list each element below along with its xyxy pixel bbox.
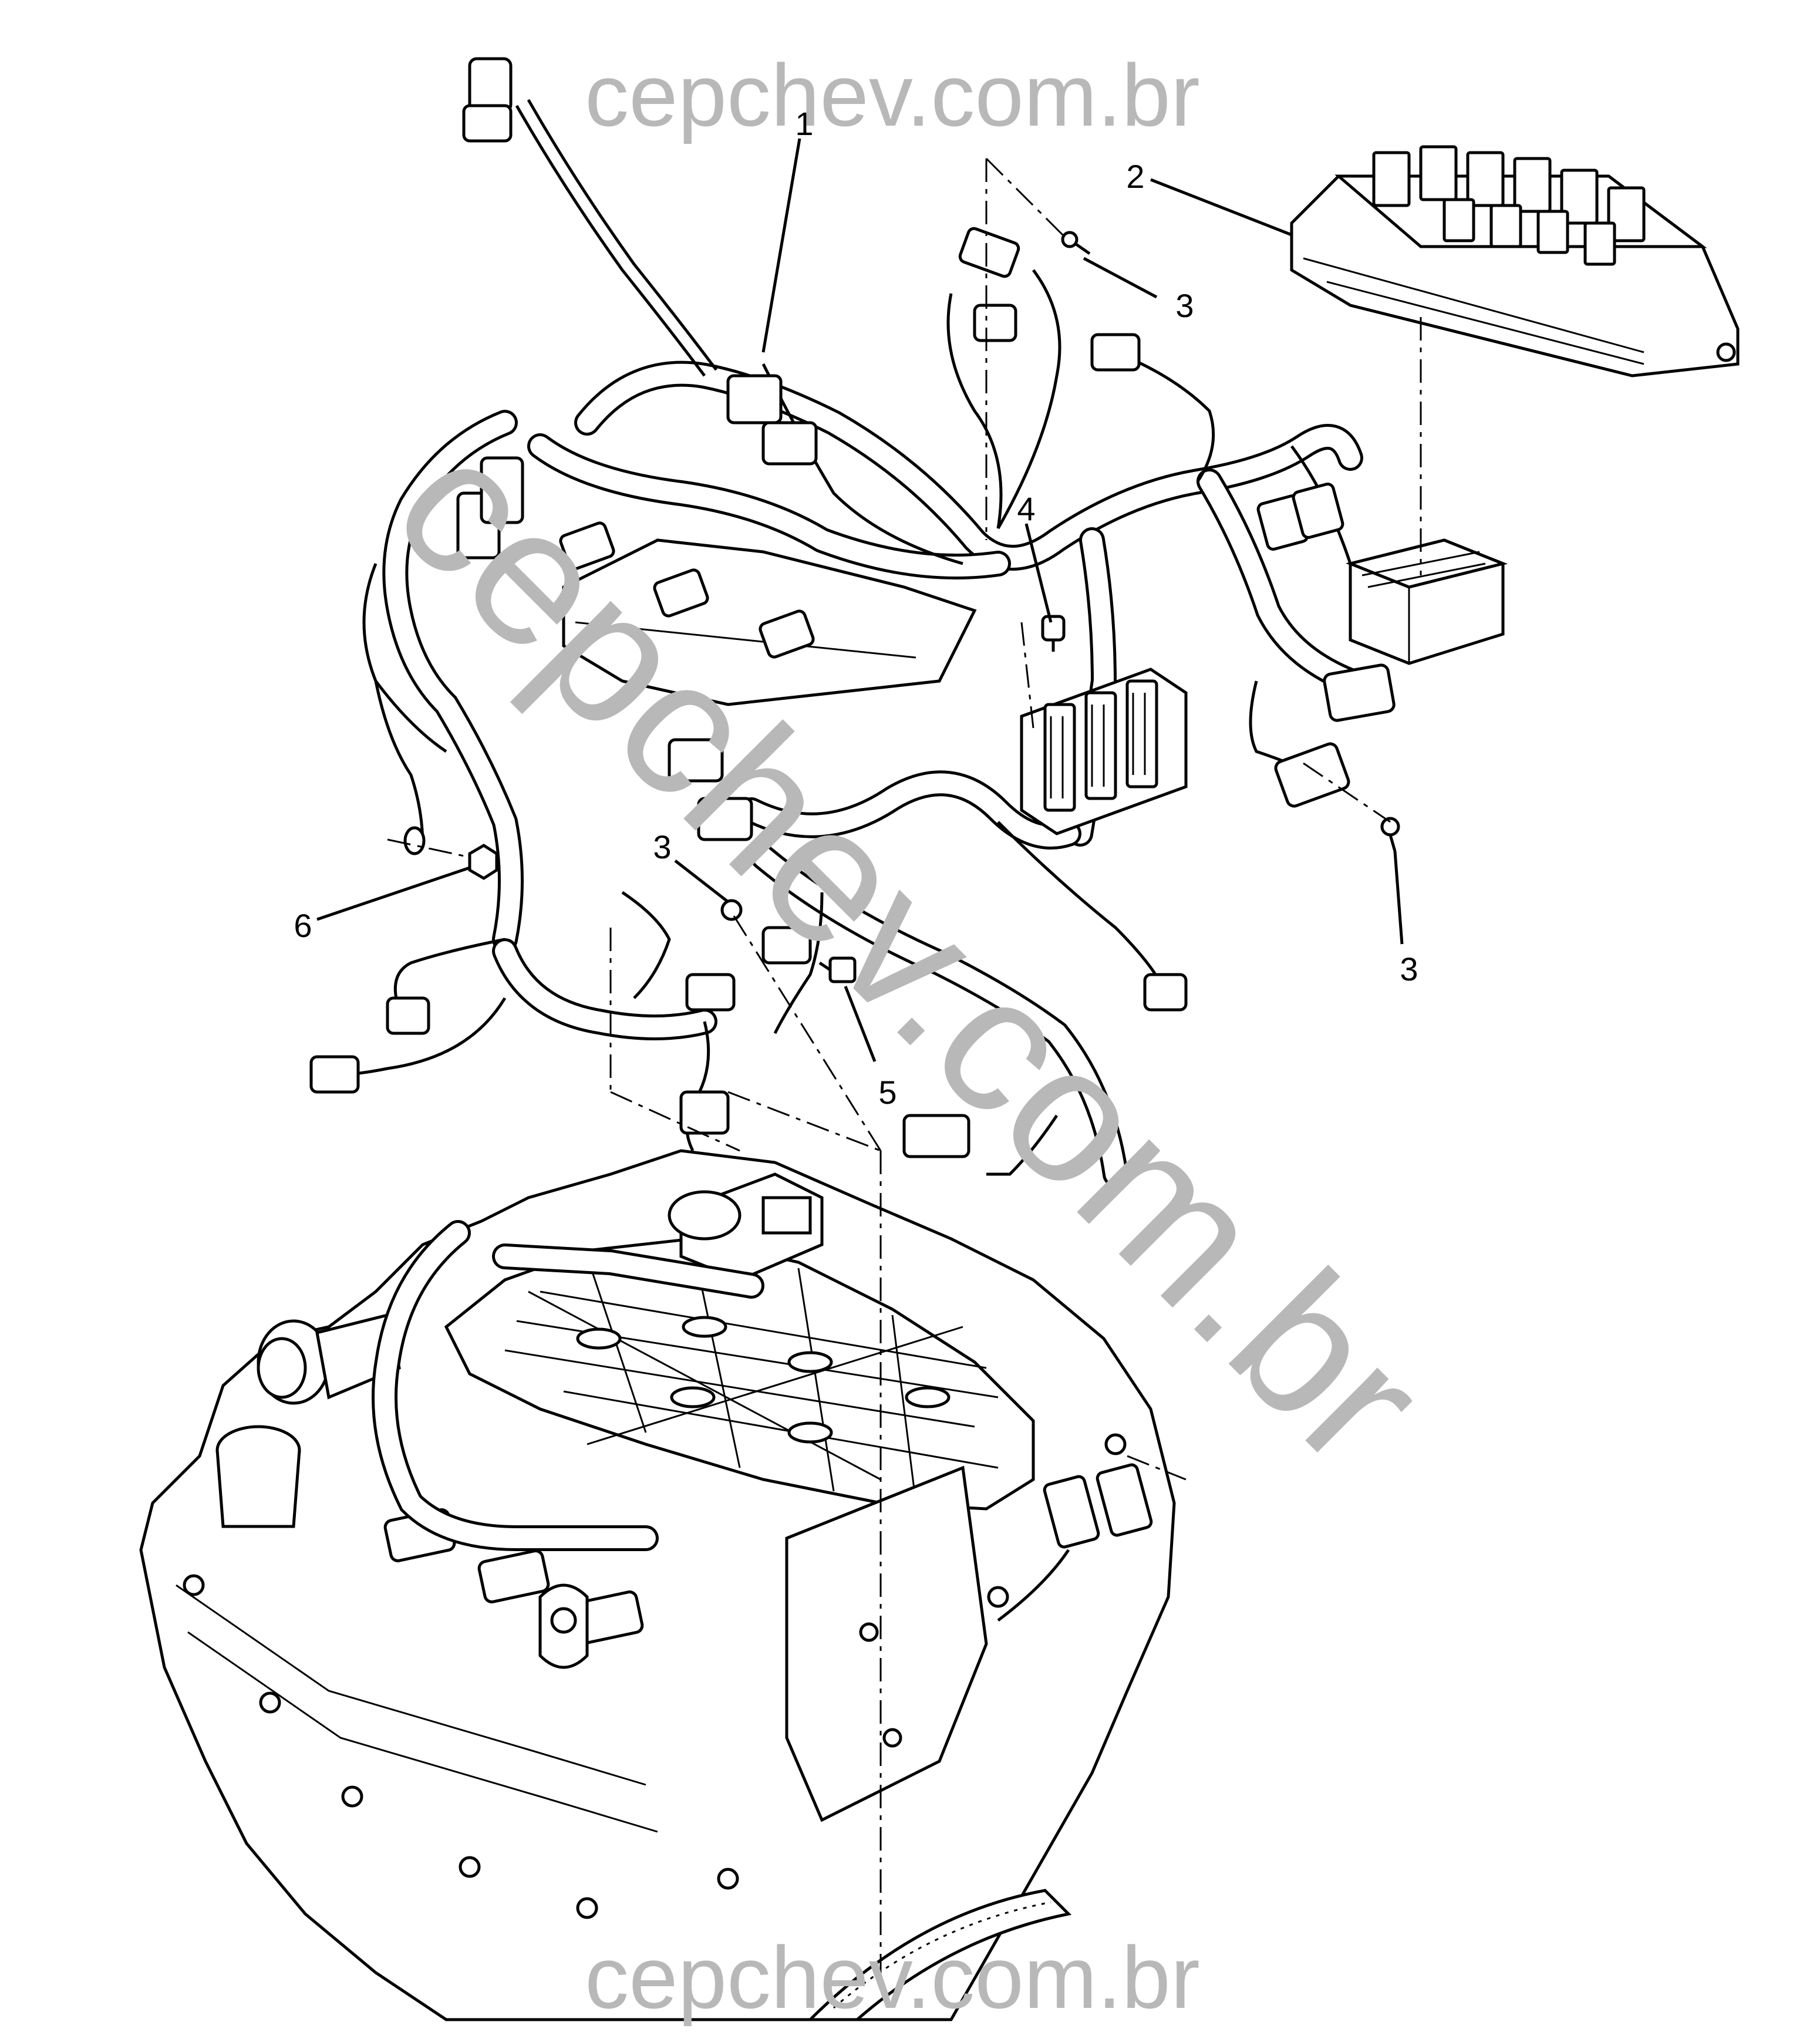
callout-3-center: 3 <box>653 828 671 865</box>
stud-4 <box>1041 615 1066 652</box>
engine-front-cylinder <box>257 1313 401 1405</box>
callout-6: 6 <box>294 907 312 944</box>
bolt-5 <box>818 956 857 983</box>
callout-4: 4 <box>1017 490 1035 527</box>
lifting-eye-hole <box>550 1607 577 1634</box>
harness-relay-block <box>1345 538 1508 665</box>
ecm-module <box>1020 668 1188 835</box>
fuse-block-relays <box>1372 145 1646 266</box>
leader-lines <box>316 138 1404 1062</box>
bracket-plate <box>785 1465 988 1822</box>
flywheel-ring-gear <box>806 1889 1072 2021</box>
valve-cover-edge-2 <box>187 1631 658 1833</box>
fuse-block <box>1290 145 1740 378</box>
callout-1: 1 <box>795 105 813 142</box>
ignition-coils <box>383 1508 644 1644</box>
harness-connectors <box>309 57 1396 1158</box>
manifold-bosses <box>576 1316 951 1444</box>
callout-2: 2 <box>1126 158 1144 195</box>
engine-wiring-harness <box>309 57 1508 1187</box>
fasteners <box>403 231 1400 983</box>
watermark-bottom: cepchev.com.br <box>585 1928 1200 2027</box>
valve-cover-edge <box>176 1584 646 1786</box>
callout-3-right: 3 <box>1400 951 1418 988</box>
engine-side-connectors <box>997 1463 1153 1622</box>
callout-3-upper: 3 <box>1175 287 1194 324</box>
bolt-3-right <box>1380 817 1400 852</box>
bolt-3-center <box>720 899 743 921</box>
callout-labels: 1 2 3 3 3 4 5 6 <box>294 105 1418 1111</box>
nut-6 <box>468 844 498 880</box>
bolt-3-upper <box>1061 231 1091 255</box>
watermark-top: cepchev.com.br <box>585 46 1200 144</box>
intake-manifold <box>444 1237 1035 1511</box>
throttle-body <box>668 1172 824 1282</box>
clip-6 <box>403 826 426 855</box>
oil-filler-cap <box>215 1425 301 1528</box>
alignment-lines <box>387 157 1422 1984</box>
callout-5: 5 <box>878 1074 896 1111</box>
engine-assembly <box>139 1149 1176 2021</box>
